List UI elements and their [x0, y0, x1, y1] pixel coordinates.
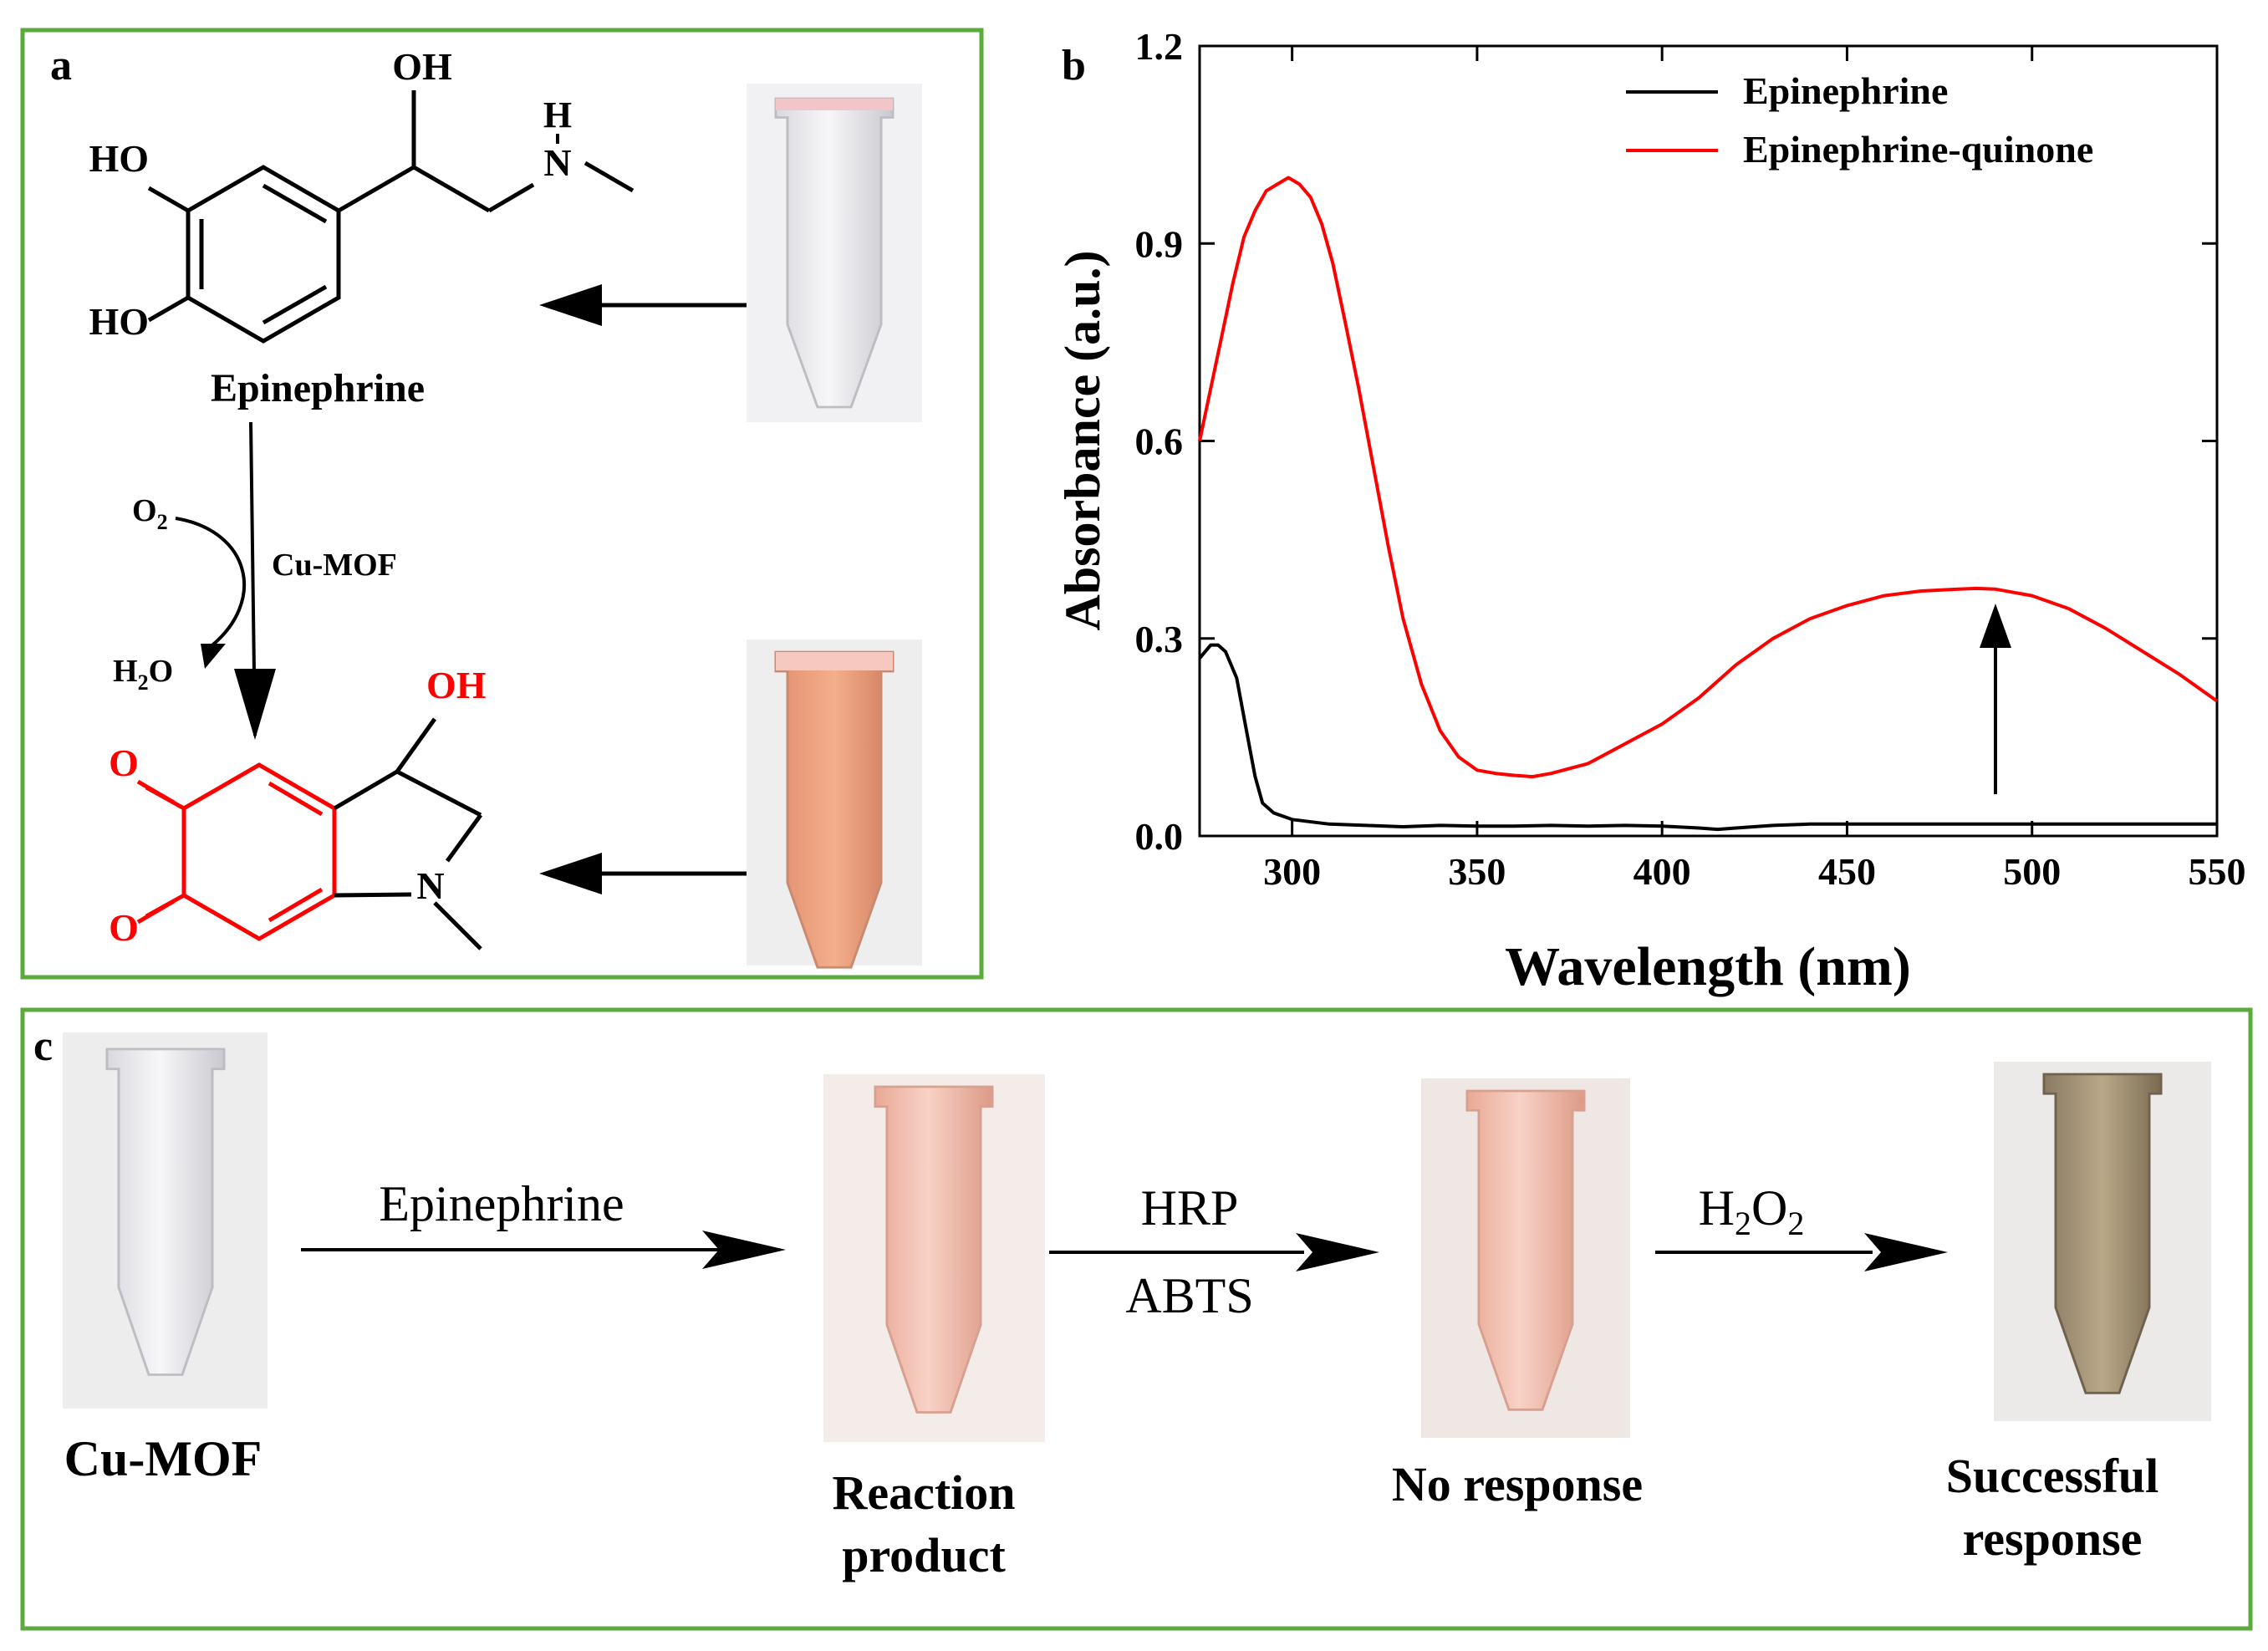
- epinephrine-ho-lower-label: HO: [89, 300, 149, 343]
- epinephrine-oh-label: OH: [392, 45, 452, 88]
- panel-c: c Cu-MOF Reaction product No response Su…: [20, 1007, 2253, 1631]
- panel-a: a OH HO HO H N Epinephrine O2 Cu-MOF H2O: [20, 28, 984, 980]
- series-layer: [1198, 176, 2219, 832]
- tube-photo-cu-mof: [63, 1032, 268, 1409]
- y-tick-label-2: 0.6: [1135, 420, 1184, 463]
- reaction-arrowhead: [234, 669, 276, 740]
- tube-photo-reaction-product: [823, 1074, 1045, 1442]
- legend-label-epinephrine: Epinephrine: [1743, 69, 1948, 112]
- panel-c-border: [20, 1007, 2253, 1631]
- increase-arrowhead: [1980, 604, 2011, 648]
- tube-photo-epinephrine: [747, 84, 922, 422]
- arrow-step2-label-bottom: ABTS: [1125, 1268, 1253, 1323]
- tube-label-reaction-line2: product: [842, 1528, 1006, 1582]
- h2o-label: H2O: [113, 654, 173, 695]
- epinephrine-structure: [147, 90, 635, 344]
- series-line-0: [1198, 643, 2217, 832]
- x-axis: 300 350 400 450 500 550: [1263, 46, 2246, 893]
- x-tick-label-4: 500: [2003, 850, 2061, 893]
- catalyst-label: Cu-MOF: [272, 548, 397, 583]
- y-tick-label-1: 0.3: [1135, 618, 1184, 660]
- panel-b: b 0.0 0.3 0.6 0.9 1.2 300 350 400 450 500 550 Abs…: [1055, 25, 2246, 997]
- legend: Epinephrine Epinephrine-quinone: [1626, 69, 2093, 171]
- tube-label-success-line1: Successful: [1946, 1449, 2159, 1503]
- panel-a-label: a: [50, 42, 72, 89]
- tube-label-cu-mof: Cu-MOF: [64, 1431, 262, 1486]
- tube-label-success-line2: response: [1963, 1511, 2143, 1566]
- quinone-ring-black: [333, 717, 483, 950]
- epinephrine-nh-h-label: H: [543, 94, 572, 135]
- panel-c-label: c: [33, 1022, 53, 1070]
- tube-label-reaction-line1: Reaction: [832, 1465, 1015, 1520]
- epinephrine-nh-n-label: N: [543, 141, 571, 184]
- quinone-oh-label: OH: [426, 664, 487, 706]
- x-tick-label-5: 550: [2189, 850, 2246, 893]
- y-tick-label-4: 1.2: [1135, 25, 1184, 68]
- y-tick-label-0: 0.0: [1135, 815, 1184, 858]
- arrow-step3-label: H2O2: [1699, 1180, 1805, 1242]
- tube-photo-no-response: [1421, 1078, 1630, 1438]
- tube-photo-successful-response: [1994, 1062, 2211, 1421]
- tube-label-no-response: No response: [1392, 1457, 1643, 1511]
- y-axis: 0.0 0.3 0.6 0.9 1.2: [1135, 25, 2217, 858]
- quinone-o-lower-label: O: [109, 906, 139, 949]
- o2-curve-arrow: [175, 517, 247, 650]
- y-tick-label-3: 0.9: [1135, 222, 1184, 265]
- quinone-structure: [136, 762, 337, 941]
- x-tick-label-3: 450: [1818, 850, 1876, 893]
- panel-b-label: b: [1062, 42, 1086, 89]
- epinephrine-ho-upper-label: HO: [89, 137, 149, 180]
- quinone-n-label: N: [416, 864, 444, 907]
- arrow-step2-label-top: HRP: [1141, 1180, 1239, 1236]
- arrow-step1-label: Epinephrine: [379, 1176, 624, 1231]
- y-axis-label: Absorbance (a.u.): [1055, 250, 1110, 630]
- x-tick-label-1: 350: [1448, 850, 1506, 893]
- panel-a-border: [20, 28, 984, 980]
- x-axis-label: Wavelength (nm): [1505, 936, 1911, 997]
- legend-label-quinone: Epinephrine-quinone: [1743, 128, 2093, 171]
- quinone-o-upper-label: O: [109, 741, 139, 784]
- epinephrine-name: Epinephrine: [211, 366, 425, 410]
- x-tick-label-2: 400: [1633, 850, 1691, 893]
- x-tick-label-0: 300: [1263, 850, 1321, 893]
- tube-photo-quinone: [747, 640, 922, 969]
- o2-label: O2: [132, 493, 168, 534]
- series-line-1: [1198, 176, 2219, 779]
